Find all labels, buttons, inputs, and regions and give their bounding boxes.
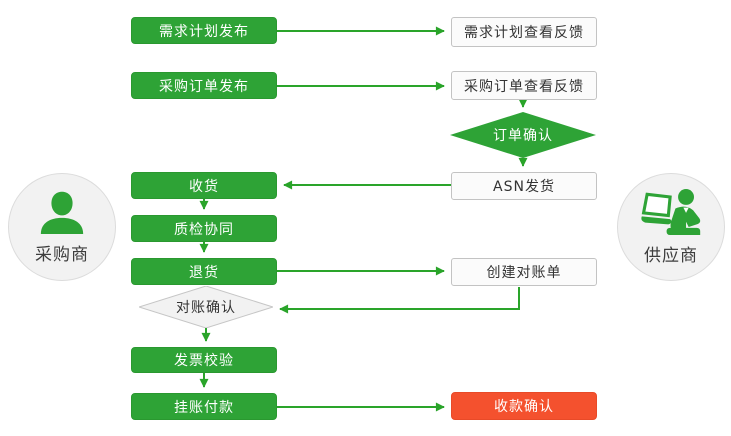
node-order-confirm: 订单确认 <box>450 112 596 158</box>
diamond-shape <box>450 112 596 158</box>
buyer-actor: 采购商 <box>8 173 116 281</box>
statement-confirm-label: 对账确认 <box>176 300 236 316</box>
supplier-actor: 供应商 <box>617 173 725 281</box>
diamond-shape <box>139 286 273 328</box>
node-invoice-verify: 发票校验 <box>131 347 277 373</box>
node-quality-check: 质检协同 <box>131 215 277 242</box>
node-demand-plan-publish: 需求计划发布 <box>131 17 277 44</box>
node-statement-create: 创建对账单 <box>451 258 597 286</box>
buyer-person-icon <box>36 190 88 238</box>
edge-statement-to-confirm <box>279 287 520 314</box>
buyer-label: 采购商 <box>35 244 89 265</box>
node-statement-confirm: 对账确认 <box>139 286 273 328</box>
order-confirm-label: 订单确认 <box>493 128 553 144</box>
supplier-label: 供应商 <box>644 245 698 266</box>
node-asn-ship: ASN发货 <box>451 172 597 200</box>
node-po-feedback: 采购订单查看反馈 <box>451 71 597 100</box>
node-demand-plan-feedback: 需求计划查看反馈 <box>451 17 597 47</box>
node-receipt-confirm: 收款确认 <box>451 392 597 420</box>
supplier-person-laptop-icon <box>640 188 702 239</box>
node-po-publish: 采购订单发布 <box>131 72 277 99</box>
node-payment: 挂账付款 <box>131 393 277 420</box>
node-receive: 收货 <box>131 172 277 199</box>
node-return-goods: 退货 <box>131 258 277 285</box>
